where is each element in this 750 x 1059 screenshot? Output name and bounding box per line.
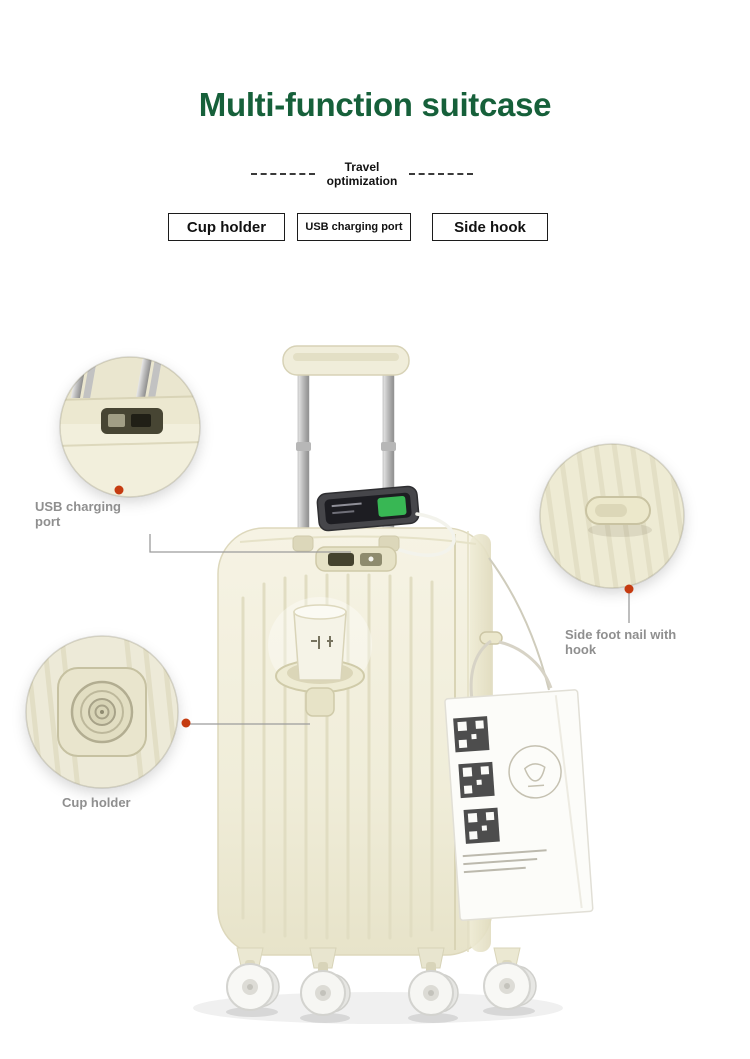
bag-rope-left <box>469 639 492 701</box>
side-foot-nail-label: Side foot nail with hook <box>565 627 677 657</box>
left-dash-line <box>250 173 315 175</box>
wheel <box>483 947 537 1016</box>
subtitle-row: Travel optimization <box>0 160 750 188</box>
side-hook-and-bag <box>444 557 594 922</box>
wheel <box>300 947 351 1023</box>
callout-circle-cup-holder <box>25 635 179 789</box>
wheel <box>408 947 459 1023</box>
ground-shadow <box>193 992 563 1024</box>
cup <box>293 604 347 681</box>
charging-phone <box>316 485 456 558</box>
annotation-lines <box>149 534 630 725</box>
callout-circle-side-hook <box>539 443 685 589</box>
callout-circle-usb <box>59 356 201 498</box>
usb-charging-ports <box>315 546 397 572</box>
subtitle: Travel optimization <box>327 160 398 188</box>
subtitle-line1: Travel <box>344 160 380 174</box>
cup-holder-assembly <box>268 597 372 717</box>
hook-annotation-dot <box>624 584 634 594</box>
phone-battery-screen <box>377 495 407 517</box>
usb-annotation-dot <box>114 485 124 495</box>
right-dash-line <box>409 173 474 175</box>
bag-fine-print <box>462 849 547 874</box>
wheel <box>226 947 280 1017</box>
bag-stamp <box>508 745 562 799</box>
charging-cable <box>398 512 456 558</box>
subtitle-line2: optimization <box>326 174 398 188</box>
suitcase-grooves <box>241 573 434 940</box>
side-hook <box>479 631 503 645</box>
telescopic-handle <box>282 345 410 555</box>
wheels <box>226 947 537 1023</box>
feature-box-side-hook: Side hook <box>432 213 548 241</box>
cup-annotation-dot <box>181 718 191 728</box>
usb-leader-line <box>149 534 351 553</box>
feature-box-cup-holder: Cup holder <box>168 213 285 241</box>
usb-charging-port-label: USB charging port <box>35 499 121 529</box>
page-title: Multi-function suitcase <box>198 86 552 123</box>
gift-bag <box>444 689 594 922</box>
bag-rope-right <box>498 640 553 689</box>
annotation-dots <box>114 485 634 728</box>
feature-box-usb-charging-port: USB charging port <box>297 213 411 241</box>
cup-holder-label: Cup holder <box>62 795 131 810</box>
cup-holder-arm <box>305 687 335 717</box>
